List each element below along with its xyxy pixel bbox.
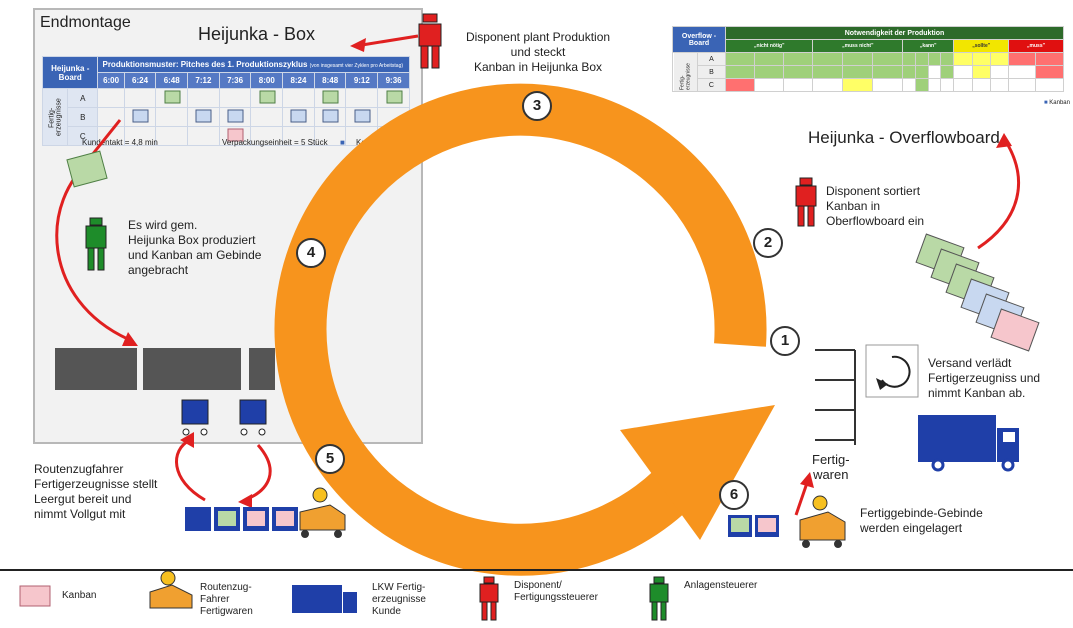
routenzug-icon <box>728 495 846 548</box>
step-4-badge: 4 <box>296 238 326 268</box>
verpackung-note: Verpackungseinheit = 5 Stück <box>222 138 328 147</box>
heijunka-board-table: Heijunka - Board Produktionsmuster: Pitc… <box>41 56 410 146</box>
row-label-c: C <box>66 126 99 146</box>
arrow-to-heijunka-box <box>361 34 419 47</box>
overflow-board-title: Heijunka - Overflowboard <box>808 128 1000 147</box>
arrow-zug-right <box>244 444 272 502</box>
legend-kanban-label: Kanban <box>62 590 97 601</box>
kanban-card-b <box>227 109 244 123</box>
routenzug-icon <box>185 487 346 538</box>
kanban-card-b <box>132 109 149 123</box>
kanban-card-a <box>164 90 181 104</box>
legend-disponent-icon <box>479 576 499 621</box>
arrow-fertig-up <box>794 479 810 516</box>
step-2-badge: 2 <box>753 228 783 258</box>
step-6-badge: 6 <box>719 480 749 510</box>
rotation-icon <box>881 355 911 388</box>
kanban-card-b <box>195 109 212 123</box>
kanban-stack <box>915 233 1040 352</box>
kanban-legend-square: ■ <box>340 138 345 147</box>
time-slot: 7:12 <box>187 72 220 89</box>
time-slot: 6:00 <box>97 72 125 89</box>
overflow-row-a: A <box>696 52 727 66</box>
cycle-arrowhead <box>620 405 775 540</box>
step-1-badge: 1 <box>770 326 800 356</box>
kanban-card-a <box>386 90 403 104</box>
overflow-legend-kanban: ■ Kanban <box>1044 100 1070 106</box>
disponent-icon <box>795 177 817 227</box>
overflow-board-label: Overflow - Board <box>672 26 726 53</box>
legend-disponent-label: Disponent/Fertigungssteuerer <box>514 580 598 603</box>
fertigwaren-label: Fertig-waren <box>812 452 850 482</box>
kanban-card-a <box>259 90 276 104</box>
trolley-icon <box>181 399 267 436</box>
step-3-badge: 3 <box>522 91 552 121</box>
time-slot: 8:48 <box>313 72 347 89</box>
legend-divider <box>0 569 1073 571</box>
anlagensteuerer-icon <box>85 217 107 271</box>
legend-anlagensteuerer-icon <box>649 576 669 621</box>
overflow-category: „muss nicht" <box>812 39 904 53</box>
overflow-row-c: C <box>696 78 727 92</box>
kanban-card-green <box>66 150 108 188</box>
heijunka-board-label: Heijunka - Board <box>41 56 99 89</box>
fertigwaren-shelf <box>815 349 856 445</box>
time-slot: 9:36 <box>377 72 410 89</box>
disponent-icon <box>418 13 442 69</box>
legend-kanban-icon <box>19 585 51 607</box>
kanban-card-b <box>354 109 371 123</box>
row-label-b: B <box>66 107 99 127</box>
heijunka-box-title: Heijunka - Box <box>198 24 316 44</box>
time-slot: 7:36 <box>218 72 252 89</box>
production-block <box>55 348 137 390</box>
kanban-card-c <box>227 128 244 142</box>
overflow-board-table: Overflow - Board Notwendigkeit der Produ… <box>672 26 1064 92</box>
legend-anlagensteuerer-label: Anlagensteuerer <box>684 580 758 591</box>
legend-lkw-icon <box>292 585 357 613</box>
kanban-card-b <box>290 109 307 123</box>
kanban-card-a <box>322 90 339 104</box>
legend-routenzug-icon <box>149 570 193 609</box>
arrow-zug-left <box>175 438 206 502</box>
time-slot: 8:00 <box>250 72 284 89</box>
production-block <box>143 348 241 390</box>
overflow-header: Notwendigkeit der Produktion <box>725 26 1064 40</box>
time-slot: 6:24 <box>123 72 157 89</box>
row-label-a: A <box>66 88 99 108</box>
endmontage-title: Endmontage <box>40 14 131 31</box>
arrow-overflow-up <box>977 139 1020 250</box>
kanban-card-b <box>322 109 339 123</box>
step-5-badge: 5 <box>315 444 345 474</box>
lkw-truck-icon <box>918 415 1019 472</box>
production-block <box>249 348 275 390</box>
kundentakt-note: Kundentakt = 4,8 min <box>82 138 158 147</box>
